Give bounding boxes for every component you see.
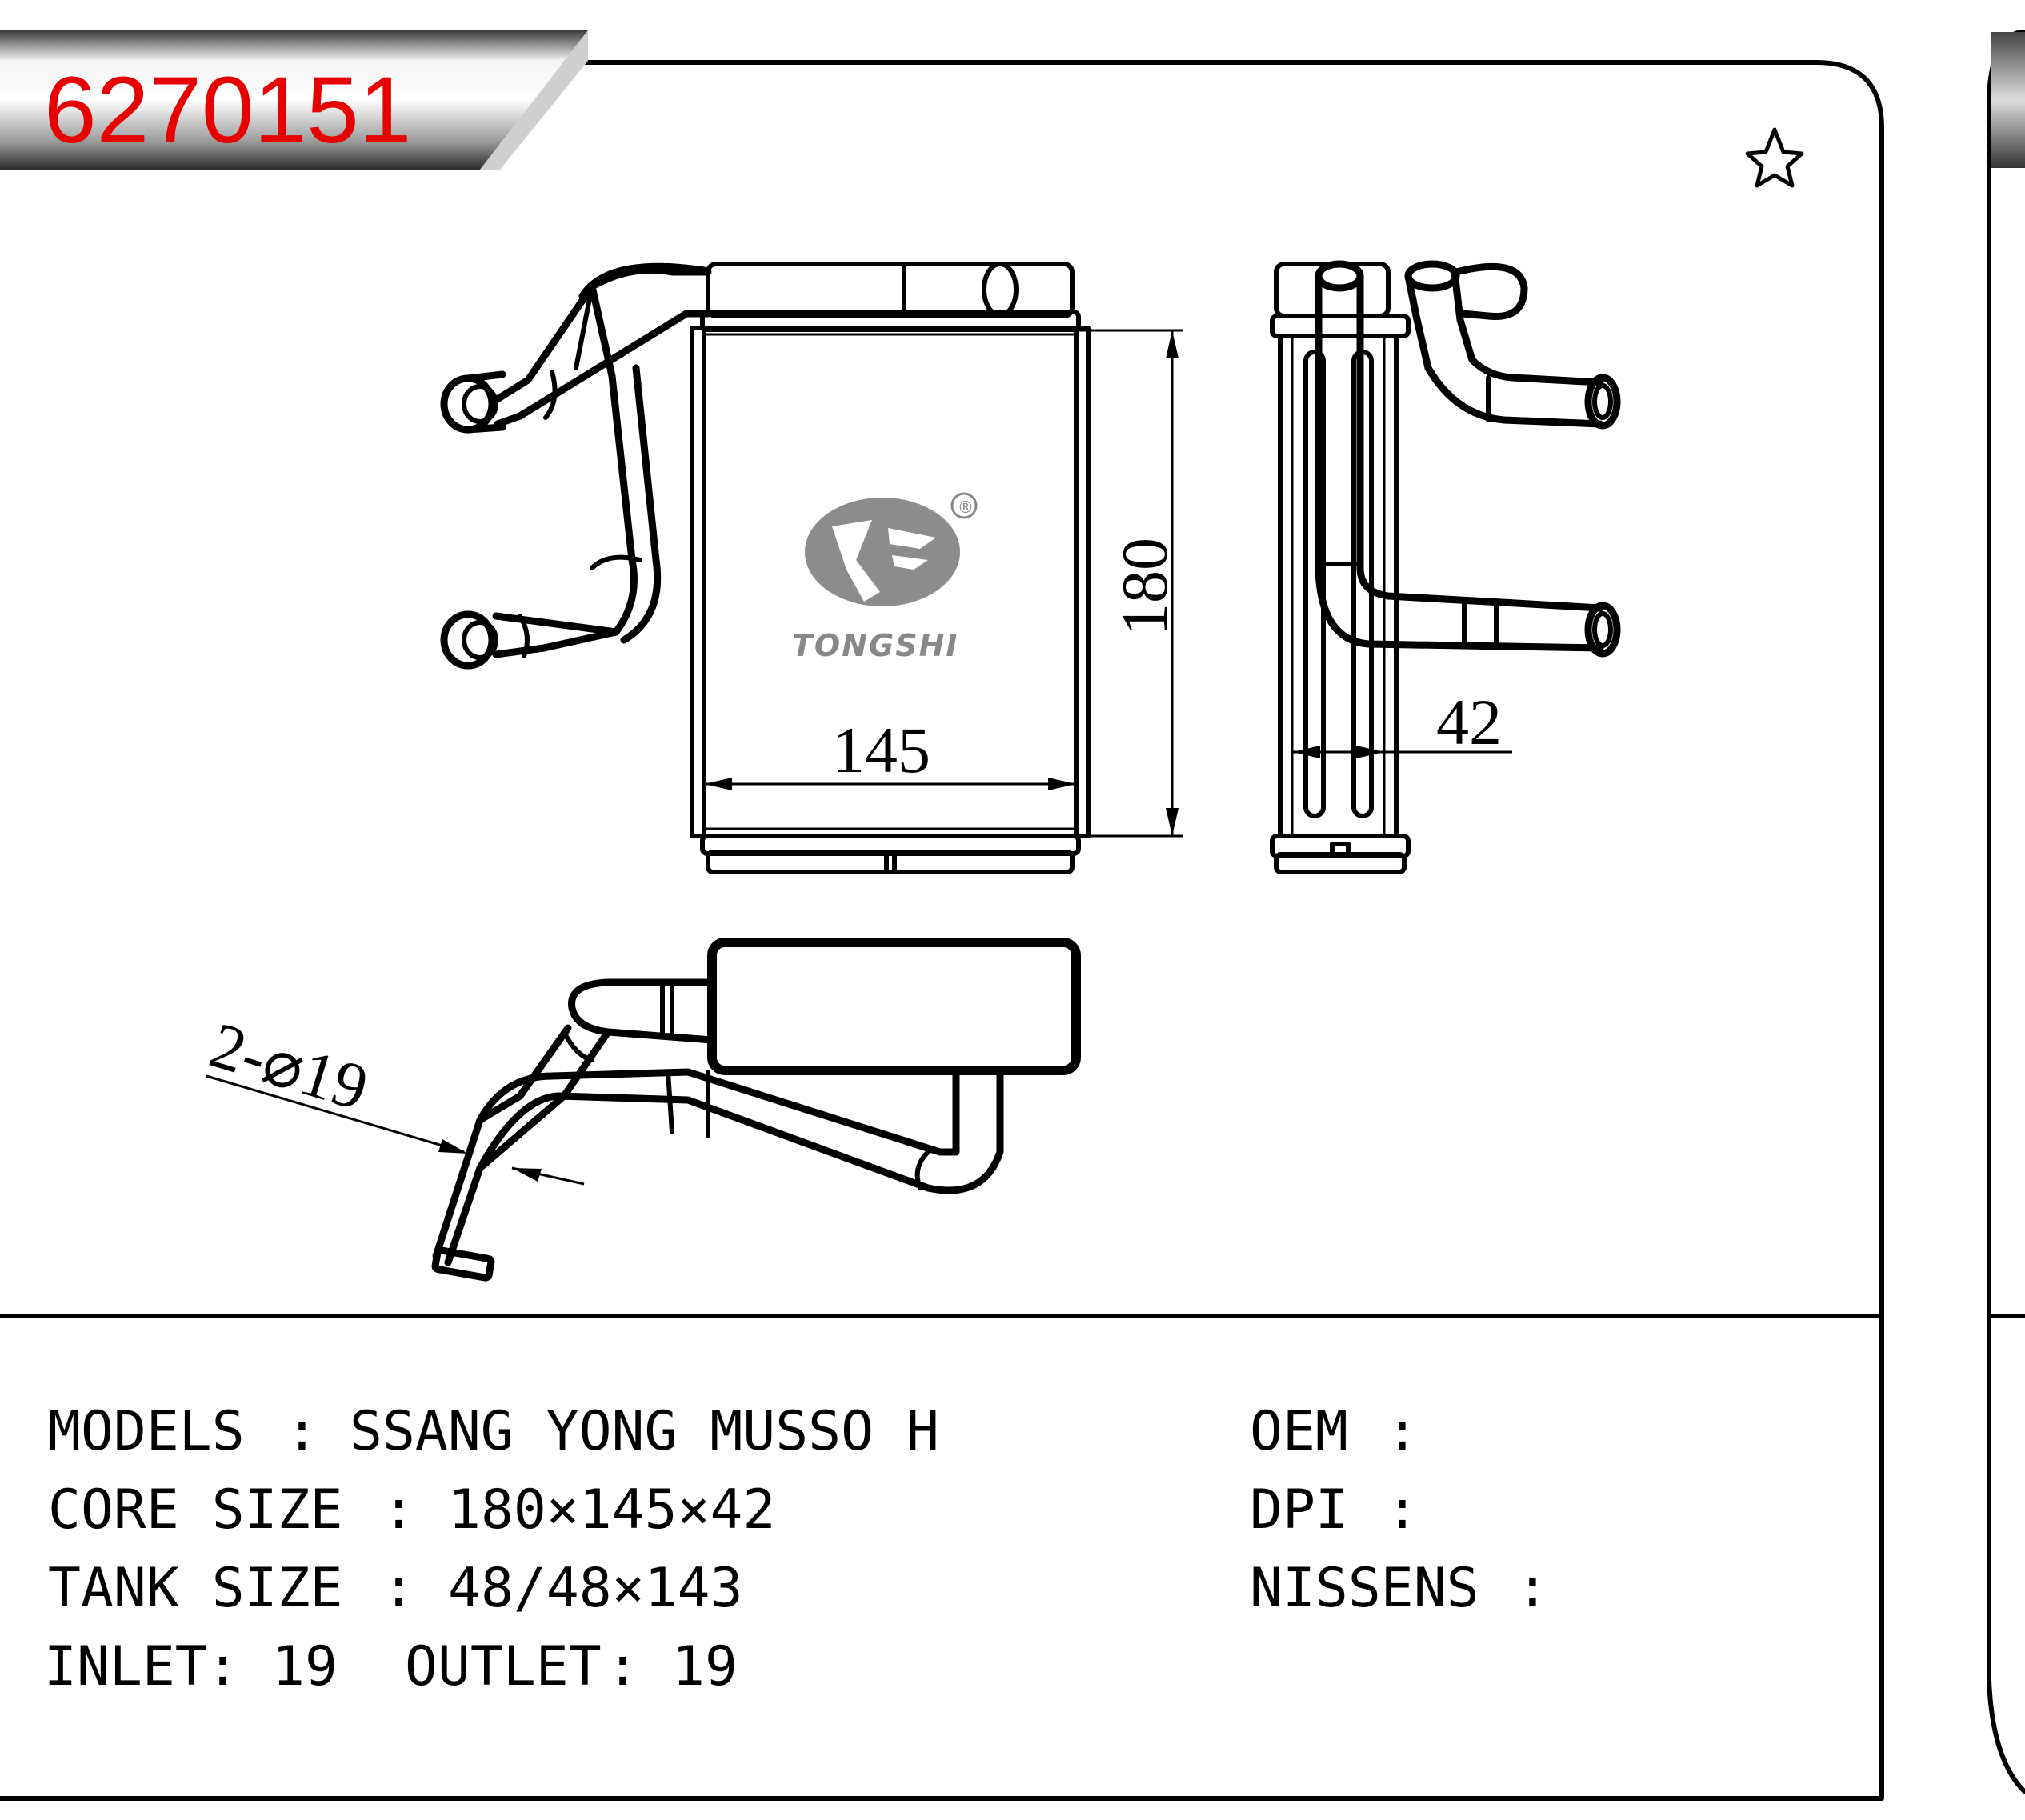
separator: :: [1516, 1557, 1549, 1620]
star-icon[interactable]: [1745, 127, 1804, 188]
separator: :: [606, 1635, 639, 1698]
top-view-drawing: 2-⌀19: [202, 938, 1081, 1282]
next-card-edge: [1987, 30, 2025, 1794]
pipe-diameter-dimension: 2-⌀19: [202, 1008, 377, 1124]
models-label: MODELS: [48, 1400, 245, 1463]
spec-table: MODELS : SSANG YONG MUSSO H CORE SIZE : …: [44, 1400, 1549, 1698]
part-number: 6270151: [44, 58, 411, 163]
oem-label: OEM: [1250, 1400, 1348, 1463]
side-view-drawing: 42: [1270, 260, 1621, 874]
tank-size-label: TANK SIZE: [48, 1557, 342, 1620]
separator: :: [286, 1400, 318, 1463]
tank-size-value: 48/48×143: [448, 1557, 742, 1620]
width-dimension: 145: [832, 714, 930, 786]
separator: :: [1386, 1400, 1419, 1463]
separator: :: [382, 1557, 415, 1620]
part-number-banner: 6270151: [0, 30, 588, 170]
nissens-label: NISSENS: [1250, 1557, 1479, 1620]
separator: :: [206, 1635, 239, 1698]
inlet-value: 19: [272, 1635, 338, 1698]
core-size-label: CORE SIZE: [48, 1478, 342, 1542]
front-view-drawing: ® TONGSHI 145 180: [440, 262, 1183, 874]
inlet-label: INLET: [44, 1635, 208, 1698]
dpi-label: DPI: [1250, 1478, 1348, 1542]
card-frame: [0, 60, 1884, 1801]
outlet-label: OUTLET: [405, 1635, 602, 1698]
outlet-value: 19: [672, 1635, 738, 1698]
models-value: SSANG YONG MUSSO H: [350, 1400, 939, 1463]
tongshi-logo: ® TONGSHI: [792, 492, 978, 663]
height-dimension: 180: [1108, 538, 1181, 636]
depth-dimension: 42: [1436, 686, 1502, 758]
logo-brand: TONGSHI: [792, 628, 959, 663]
registered-mark: ®: [958, 498, 974, 517]
separator: :: [382, 1478, 415, 1542]
core-size-value: 180×145×42: [448, 1478, 775, 1542]
separator: :: [1386, 1478, 1419, 1542]
